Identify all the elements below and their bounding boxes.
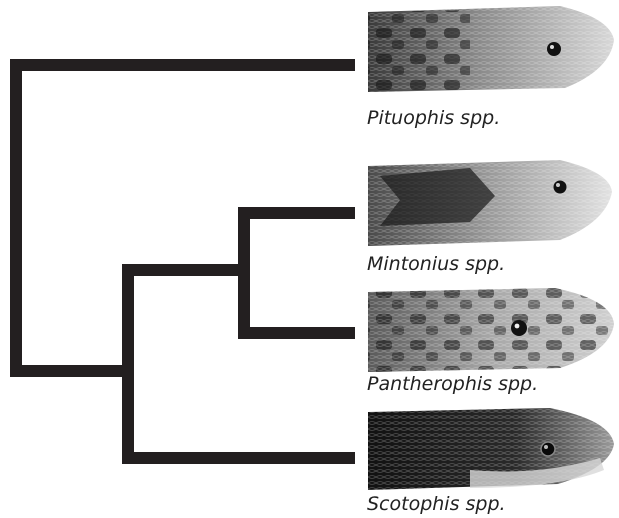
branch-pituophis bbox=[10, 59, 355, 71]
branch-pantherophis bbox=[238, 327, 355, 339]
taxon-label-pituophis: Pituophis spp. bbox=[367, 107, 500, 129]
snake-head-photo-pantherophis bbox=[368, 288, 614, 372]
taxon-label-scotophis: Scotophis spp. bbox=[367, 493, 506, 515]
snake-head-photo-pituophis bbox=[368, 6, 614, 92]
branch-root-vertical bbox=[10, 59, 22, 377]
branch-scotophis bbox=[122, 452, 355, 464]
snake-head-photo-mintonius bbox=[368, 160, 612, 246]
branch-root-to-inner bbox=[10, 365, 134, 377]
taxon-label-pantherophis: Pantherophis spp. bbox=[367, 373, 538, 395]
branch-mintonius bbox=[238, 207, 355, 219]
branch-clade-vertical bbox=[238, 207, 250, 339]
tree-branches bbox=[10, 59, 355, 464]
snake-head-photo-scotophis bbox=[368, 408, 614, 490]
branch-inner-to-clade bbox=[122, 264, 250, 276]
branch-inner-vertical bbox=[122, 264, 134, 464]
taxon-label-mintonius: Mintonius spp. bbox=[367, 253, 505, 275]
